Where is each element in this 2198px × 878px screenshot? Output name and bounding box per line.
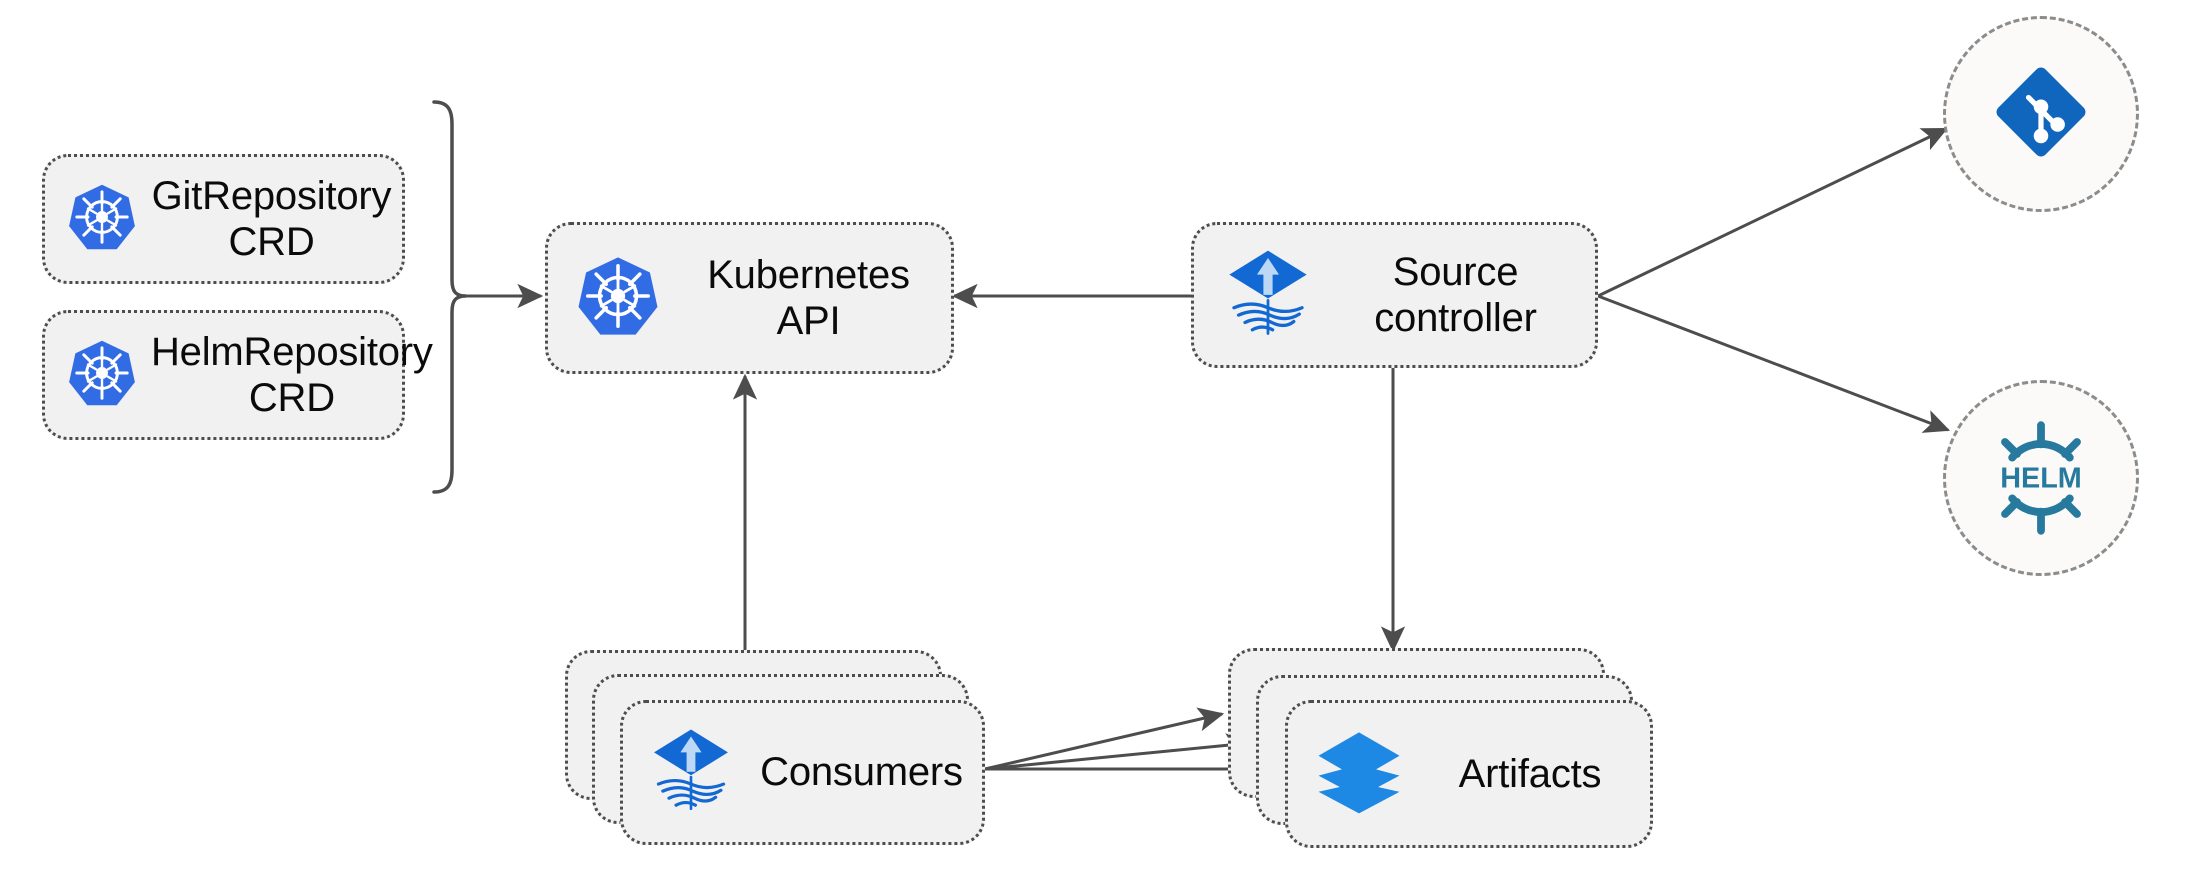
node-label-kubernetes-api: Kubernetes API: [707, 252, 910, 343]
node-label-consumers: Consumers: [760, 750, 963, 795]
kubernetes-icon: [67, 182, 137, 257]
node-consumers[interactable]: Consumers: [620, 700, 985, 845]
flux-source-icon: [1222, 247, 1314, 344]
node-label-artifacts: Artifacts: [1458, 751, 1602, 796]
helm-icon: HELM: [1981, 418, 2101, 538]
node-git-provider[interactable]: [1943, 16, 2139, 212]
node-helm-repository-crd[interactable]: HelmRepository CRD: [42, 310, 433, 440]
git-icon: [1989, 60, 2093, 169]
edge-source-controller-to-git: [1597, 127, 1949, 298]
node-label-source-controller: Source controller: [1374, 249, 1537, 340]
node-kubernetes-api[interactable]: Kubernetes API: [545, 222, 954, 374]
node-label-git-repository-crd: GitRepository CRD: [151, 173, 392, 264]
node-git-repository-crd[interactable]: GitRepository CRD: [42, 154, 405, 284]
kubernetes-icon: [67, 338, 137, 413]
edge-consumers-to-artifacts-back: [984, 707, 1225, 771]
node-label-helm-repository-crd: HelmRepository CRD: [151, 329, 433, 420]
edge-consumers-to-artifacts-middle: [984, 733, 1253, 771]
node-source-controller[interactable]: Source controller: [1191, 222, 1598, 368]
helm-wordmark: HELM: [2000, 463, 2082, 495]
kubernetes-icon: [576, 254, 660, 343]
layers-icon: [1314, 727, 1404, 822]
crd-group-brace: [432, 100, 467, 494]
flux-source-icon: [647, 726, 735, 819]
edge-source-controller-to-helm: [1597, 294, 1951, 433]
node-artifacts[interactable]: Artifacts: [1285, 700, 1653, 848]
node-helm-provider[interactable]: HELM: [1943, 380, 2139, 576]
